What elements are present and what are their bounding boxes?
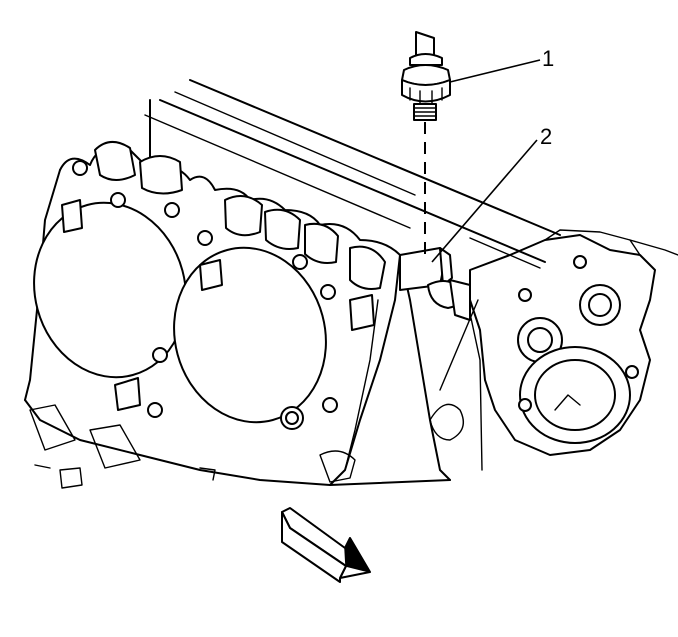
sensor-mounting-boss: [399, 247, 471, 321]
callout-2-leader: [431, 139, 538, 263]
block-deck-lines: [144, 79, 561, 269]
cylinder-bores: [33, 201, 327, 424]
front-direction-arrow-icon: [281, 507, 371, 583]
sensor-icon: [401, 31, 451, 121]
callout-1-label: 1: [542, 46, 554, 71]
timing-cover: [469, 229, 678, 456]
callout-leaders: [431, 59, 541, 263]
lifter-bosses: [61, 141, 386, 411]
pan-rail-details: [29, 404, 356, 489]
callout-2-label: 2: [540, 124, 552, 149]
callout-1-leader: [449, 59, 541, 83]
head-bolt-holes: [72, 160, 338, 430]
